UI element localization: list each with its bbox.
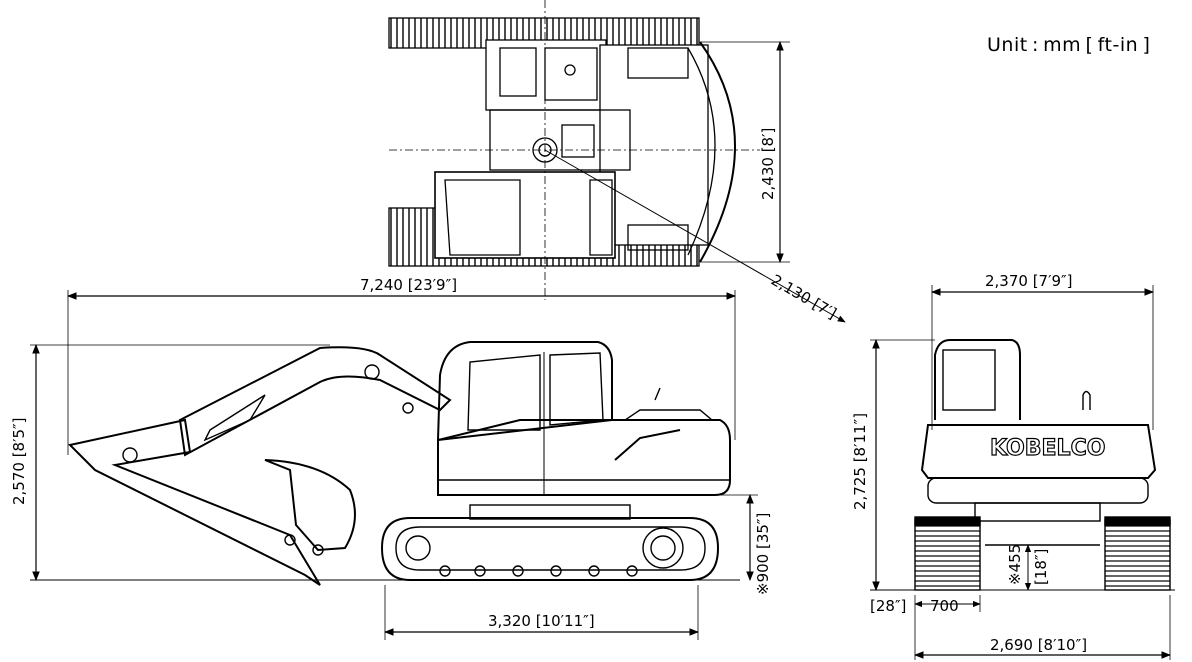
dim-shoe-width: [28″] 700: [870, 595, 981, 615]
dim-overall-height: 2,725 [8′11″]: [851, 339, 935, 591]
dim-crawler-length-label: 3,320 [10′11″]: [488, 612, 595, 630]
dim-overall-height-label: 2,725 [8′11″]: [851, 413, 869, 510]
dim-ground-clearance-label: ※900 [35″]: [754, 513, 772, 595]
dim-overall-width: 2,690 [8′10″]: [914, 595, 1171, 660]
dim-overall-length: 7,240 [23′9″]: [67, 276, 736, 455]
dim-shoe-width-label: 700: [930, 597, 959, 615]
dim-tail-swing-label: 2,130 [7′]: [768, 271, 840, 323]
dim-min-ground-clearance-label: ※455: [1006, 544, 1024, 585]
dim-crawler-length: 3,320 [10′11″]: [384, 585, 699, 640]
dim-overall-length-label: 7,240 [23′9″]: [360, 276, 457, 294]
unit-label: Unit : mm [ ft-in ]: [987, 34, 1151, 56]
dim-min-ground-clearance: ※455 [18″]: [1006, 544, 1050, 591]
rear-view: [870, 339, 1175, 591]
dim-overall-width-label: 2,690 [8′10″]: [990, 636, 1087, 654]
dim-height-boom-label: 2,570 [8′5″]: [10, 417, 28, 505]
side-bucket: [264, 459, 356, 552]
side-cab: [436, 341, 613, 442]
rear-track-left: [914, 519, 981, 591]
side-arm: [67, 418, 321, 586]
side-upper-body: [437, 419, 731, 496]
dim-upper-width: 2,370 [7′9″]: [931, 272, 1154, 430]
brand-logo: KOBELCO: [990, 436, 1105, 461]
dim-upper-width-label: 2,370 [7′9″]: [985, 272, 1073, 290]
rear-track-right: [1104, 519, 1171, 591]
dim-ground-clearance: ※900 [35″]: [715, 494, 772, 595]
side-view: [30, 341, 740, 586]
dim-height-boom: 2,570 [8′5″]: [10, 344, 330, 581]
dim-cab-width: 2,430 [8′]: [700, 41, 790, 263]
rear-counterweight: [920, 424, 1157, 479]
dim-cab-width-label: 2,430 [8′]: [759, 128, 777, 200]
dim-shoe-width-in-label: [28″]: [870, 597, 906, 615]
dim-min-ground-clearance-in-label: [18″]: [1032, 549, 1050, 585]
rear-cab: [934, 339, 1021, 420]
top-view: [388, 0, 760, 300]
side-boom: [178, 346, 452, 457]
